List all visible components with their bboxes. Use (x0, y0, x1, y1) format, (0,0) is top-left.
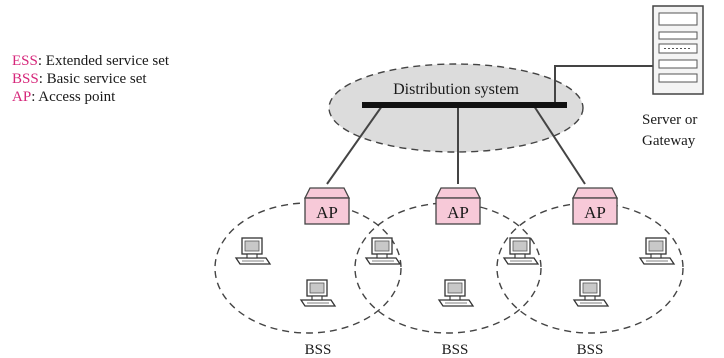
computer-icon (300, 279, 336, 307)
legend-text: : Extended service set (37, 53, 170, 69)
server-icon (652, 5, 704, 95)
computer-icon (235, 237, 271, 265)
server-label-line1: Server or (642, 112, 697, 128)
distribution-bus (362, 102, 567, 108)
ap-link-3 (533, 105, 586, 185)
ap-label: AP (584, 203, 606, 222)
legend-item-bss: BSS: Basic service set (12, 70, 169, 88)
legend: ESS: Extended service set BSS: Basic ser… (12, 52, 169, 106)
bss-label: BSS (305, 342, 332, 358)
distribution-label: Distribution system (393, 81, 519, 98)
bss-label: BSS (442, 342, 469, 358)
bss-label: BSS (577, 342, 604, 358)
server-link (554, 65, 653, 105)
ap-link-1 (326, 105, 383, 185)
computer-icon (438, 279, 474, 307)
ap-label: AP (316, 203, 338, 222)
legend-abbr: AP (12, 89, 32, 105)
access-point-3 (571, 187, 619, 225)
computer-icon (365, 237, 401, 265)
legend-text: : Access point (31, 89, 116, 105)
legend-item-ap: AP: Access point (12, 88, 169, 106)
access-point-1 (303, 187, 351, 225)
legend-abbr: ESS (12, 53, 38, 69)
access-point-2 (434, 187, 482, 225)
legend-text: : Basic service set (38, 71, 147, 87)
server-label-line2: Gateway (642, 133, 696, 149)
legend-item-ess: ESS: Extended service set (12, 52, 169, 70)
legend-abbr: BSS (12, 71, 39, 87)
ap-label: AP (447, 203, 469, 222)
computer-icon (573, 279, 609, 307)
computer-icon (639, 237, 675, 265)
